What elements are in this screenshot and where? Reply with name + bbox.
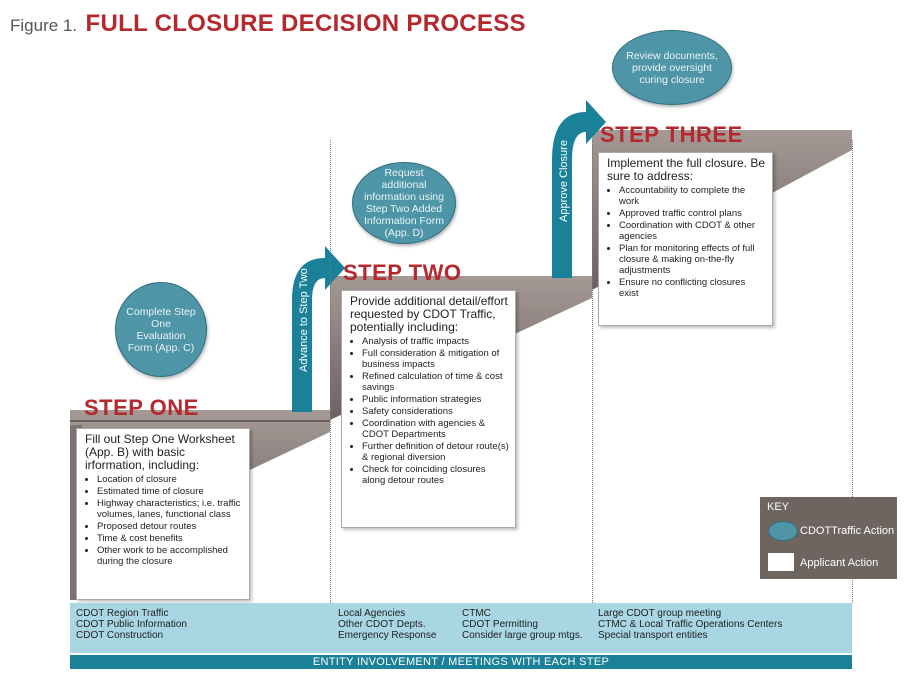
entity-item: CDOT Permitting [462, 619, 538, 630]
entity-column-step-one: CDOT Region Traffic CDOT Public Informat… [76, 608, 187, 641]
step-three-cdot-action: Review documents, provide oversight curi… [612, 30, 732, 105]
entity-item: CDOT Construction [76, 630, 164, 641]
list-item: Refined calculation of time & cost savin… [362, 371, 509, 393]
step-one-intro: Fill out Step One Worksheet (App. B) wit… [85, 432, 235, 472]
step-two-intro: Provide additional detail/effort request… [350, 294, 508, 334]
entity-item: Local Agencies [338, 608, 406, 619]
divider-step-three [592, 140, 593, 603]
divider-step-two [330, 140, 331, 603]
step-three-box: Implement the full closure. Be sure to a… [598, 152, 773, 326]
step-two-cdot-action: Request additional information using Ste… [352, 162, 456, 244]
list-item: Time & cost benefits [97, 533, 243, 544]
list-item: Proposed detour routes [97, 521, 243, 532]
step-one-cdot-action: Complete Step One Evaluation Form (App. … [115, 282, 207, 377]
list-item: Approved traffic control plans [619, 208, 766, 219]
key-white-label: Applicant Action [800, 557, 879, 569]
entity-item: Other CDOT Depts. [338, 619, 426, 630]
list-item: Other work to be accomplished during the… [97, 545, 243, 567]
figure-number: Figure 1. [10, 16, 78, 35]
list-item: Highway characteristics; i.e. traffic vo… [97, 498, 243, 520]
advance-arrow [292, 246, 345, 412]
figure-title: Figure 1. FULL CLOSURE DECISION PROCESS [10, 10, 526, 38]
list-item: Analysis of traffic impacts [362, 336, 509, 347]
step-one-riser [70, 420, 330, 422]
approve-arrow [552, 100, 606, 278]
legend-key: KEY CDOTTraffic Action Applicant Action [760, 497, 897, 579]
list-item: Public information strategies [362, 394, 509, 405]
key-teal-swatch [768, 521, 798, 541]
list-item: Coordination with agencies & CDOT Depart… [362, 418, 509, 440]
key-white-swatch [768, 553, 794, 571]
entity-item: Consider large group mtgs. [462, 630, 583, 641]
step-three-label: STEP THREE [600, 122, 743, 147]
list-item: Estimated time of closure [97, 486, 243, 497]
list-item: Coordination with CDOT & other agencies [619, 220, 766, 242]
list-item: Ensure no conflicting closures exist [619, 277, 766, 299]
list-item: Check for coinciding closures along deto… [362, 464, 509, 486]
entity-item: CDOT Public Information [76, 619, 187, 630]
entity-item: CDOT Region Traffic [76, 608, 169, 619]
step-one-box: Fill out Step One Worksheet (App. B) wit… [76, 428, 250, 600]
entity-involvement-bar: ENTITY INVOLVEMENT / MEETINGS WITH EACH … [70, 655, 852, 669]
entity-item: Large CDOT group meeting [598, 608, 722, 619]
list-item: Accountability to complete the work [619, 185, 766, 207]
entity-column-step-two-a: Local Agencies Other CDOT Depts. Emergen… [338, 608, 436, 641]
entity-column-step-two-b: CTMC CDOT Permitting Consider large grou… [462, 608, 583, 641]
entity-item: Special transport entities [598, 630, 708, 641]
key-teal-label: CDOTTraffic Action [800, 525, 895, 537]
figure-heading: FULL CLOSURE DECISION PROCESS [85, 10, 526, 37]
key-title: KEY [767, 501, 790, 513]
approve-arrow-label: Approve Closure [558, 140, 570, 222]
entity-column-step-three: Large CDOT group meeting CTMC & Local Tr… [598, 608, 782, 641]
list-item: Location of closure [97, 474, 243, 485]
list-item: Full consideration & mitigation of busin… [362, 348, 509, 370]
entity-band [70, 603, 852, 653]
advance-arrow-label: Advance to Step Two [298, 268, 310, 372]
divider-right [852, 140, 853, 603]
step-two-label: STEP TWO [343, 260, 462, 285]
step-two-box: Provide additional detail/effort request… [341, 290, 516, 528]
list-item: Plan for monitoring effects of full clos… [619, 243, 766, 276]
entity-item: CTMC [462, 608, 491, 619]
entity-item: Emergency Response [338, 630, 437, 641]
list-item: Safety considerations [362, 406, 509, 417]
entity-item: CTMC & Local Traffic Operations Centers [598, 619, 783, 630]
list-item: Further definition of detour route(s) & … [362, 441, 509, 463]
step-one-label: STEP ONE [84, 395, 199, 420]
step-three-intro: Implement the full closure. Be sure to a… [607, 156, 766, 183]
